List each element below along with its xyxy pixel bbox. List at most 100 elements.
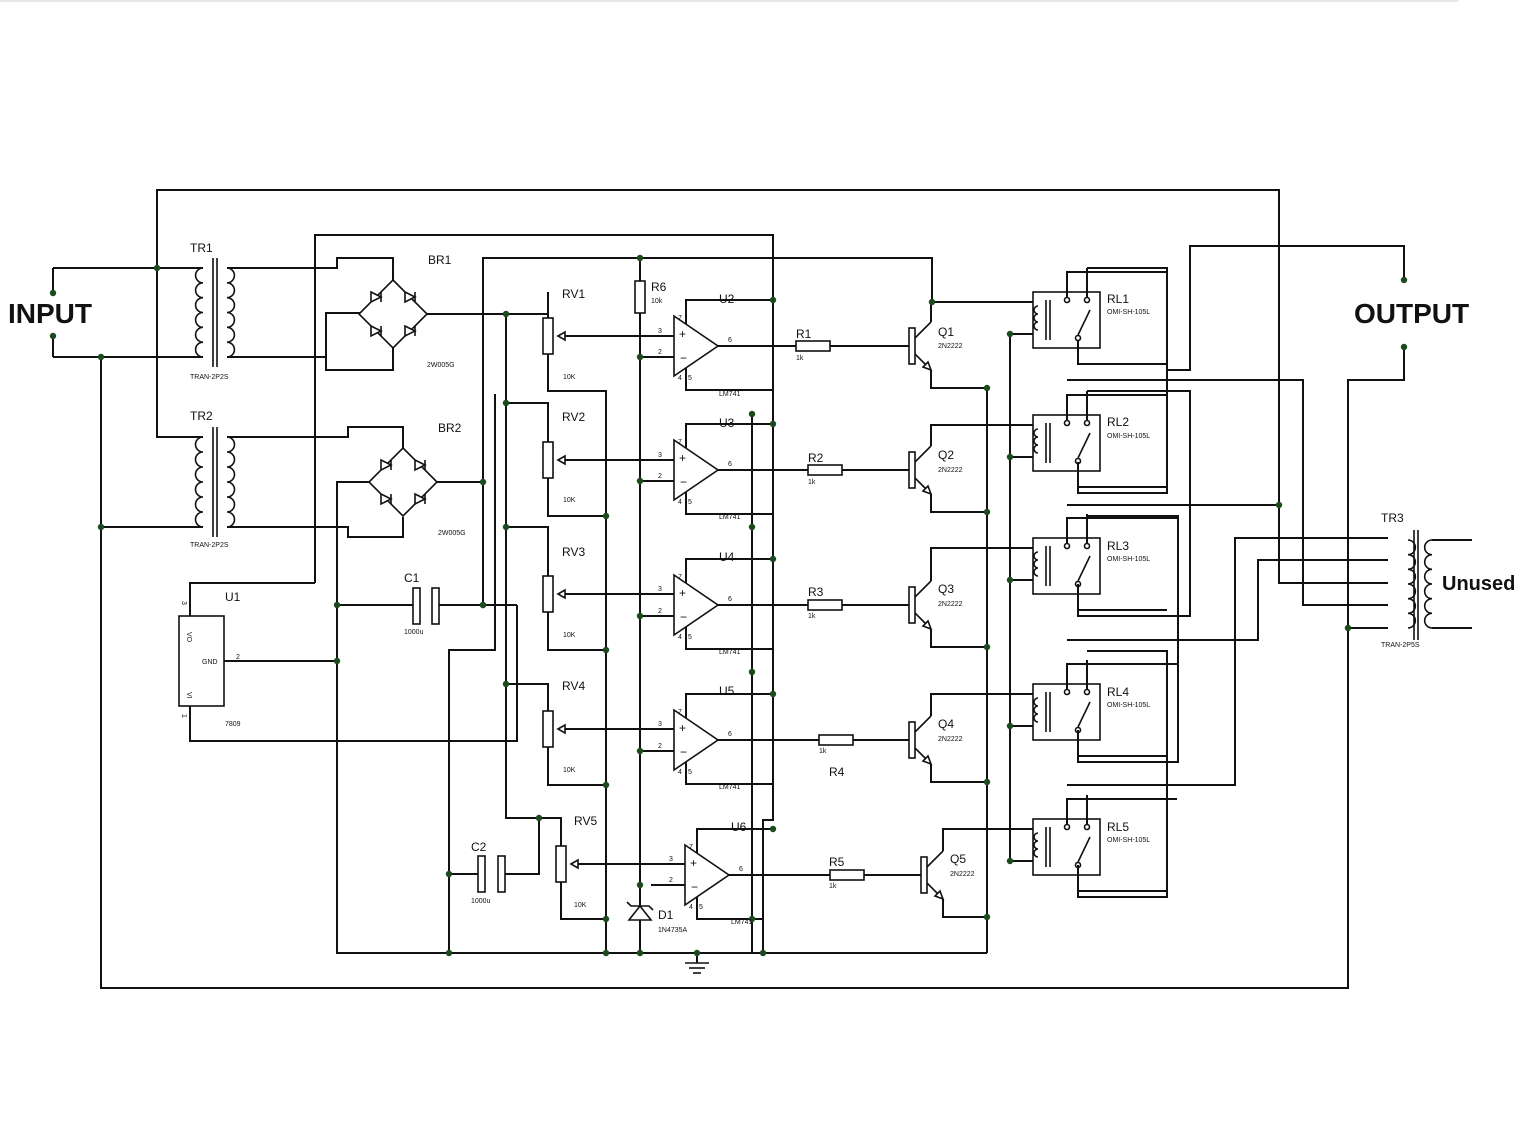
opamp-pin-label: 7 <box>678 574 682 581</box>
r6-value: 10k <box>651 298 663 305</box>
u2-value: LM741 <box>719 391 741 398</box>
u4-ref: U4 <box>719 550 735 564</box>
q4-ref: Q4 <box>938 717 954 731</box>
c2-value: 1000u <box>471 898 491 905</box>
junction-dot <box>928 298 936 306</box>
emitter-arrow <box>921 619 933 631</box>
minus-sign: − <box>680 475 687 489</box>
tr2-sec-top-wire <box>227 426 404 448</box>
rv5-body <box>555 845 579 883</box>
relay-nc-wire <box>1066 663 1177 692</box>
opamp-triangle <box>673 314 720 378</box>
bridge-outline <box>357 278 429 350</box>
r3-body <box>807 599 843 611</box>
junction-dot <box>49 332 57 340</box>
plus-sign: + <box>679 586 686 600</box>
junction-dot <box>1344 624 1352 632</box>
r5-ref: R5 <box>829 855 845 869</box>
u5-ref: U5 <box>719 684 735 698</box>
pot-body <box>542 710 554 748</box>
opamp-v-minus-wire <box>696 897 763 920</box>
junction-dot <box>1006 453 1014 461</box>
q3-ref: Q3 <box>938 582 954 596</box>
rl4-relay <box>1032 683 1101 741</box>
rl1-value: OMI-SH-105L <box>1107 309 1150 316</box>
emitter-arrow <box>921 360 933 372</box>
tr2-primary-top <box>156 268 203 438</box>
tr1-value: TRAN-2P2S <box>190 374 229 381</box>
junction-dot <box>49 289 57 297</box>
supply-vertical-wire <box>762 292 774 953</box>
rail-3 <box>448 394 496 953</box>
transformer-coil <box>226 436 236 528</box>
relay-coil <box>1033 551 1039 577</box>
pot-body <box>542 441 554 479</box>
q1-ref: Q1 <box>938 325 954 339</box>
transistor-collector <box>914 445 932 463</box>
relay-contact <box>1063 688 1071 696</box>
relay-body <box>1032 291 1101 349</box>
rl2-ref: RL2 <box>1107 415 1129 429</box>
br1 <box>357 278 429 350</box>
u2-ref: U2 <box>719 292 735 306</box>
collector-to-relay-wire <box>930 547 1033 581</box>
rv1-body <box>542 317 566 355</box>
rl3-value: OMI-SH-105L <box>1107 556 1150 563</box>
opamp-pin-label: 7 <box>689 844 693 851</box>
junction-dot <box>1275 501 1283 509</box>
u1-value: 7809 <box>225 721 241 728</box>
relay-switch-arm <box>1077 309 1091 336</box>
q5-ref: Q5 <box>950 852 966 866</box>
tr1-sec-top-wire <box>227 257 394 280</box>
bridge-diode <box>414 492 427 506</box>
junction-dot <box>636 254 644 262</box>
rv1-ref: RV1 <box>562 287 585 301</box>
tr3-tap-wire <box>1278 505 1388 584</box>
r2-value: 1k <box>808 479 816 486</box>
rv-top-wire <box>506 402 549 442</box>
junction-dot <box>502 523 510 531</box>
rv4-value: 10K <box>563 767 576 774</box>
transistor-base <box>908 721 916 759</box>
relay-body <box>1032 683 1101 741</box>
tr2-value: TRAN-2P2S <box>190 542 229 549</box>
transformer-coil <box>194 436 204 528</box>
rv1-value: 10K <box>563 374 576 381</box>
vcc-rail-top <box>314 234 774 583</box>
r5-body <box>829 869 865 881</box>
opamp-pin-label: 6 <box>739 866 743 873</box>
junction-dot <box>479 601 487 609</box>
opamp-pin-label: 4 <box>678 375 682 382</box>
relay-coil <box>1033 832 1039 858</box>
relay-coil <box>1033 697 1039 723</box>
opamp-pin-label: 6 <box>728 596 732 603</box>
br2-value: 2W005G <box>438 530 466 537</box>
relay-contact <box>1083 419 1091 427</box>
opamp-pin-label: 2 <box>658 349 662 356</box>
opamp-v-plus-wire <box>685 299 773 324</box>
c2-ref: C2 <box>471 840 487 854</box>
rl4-ref: RL4 <box>1107 685 1129 699</box>
c2-plate <box>477 855 486 893</box>
r5-value: 1k <box>829 883 837 890</box>
r1-body <box>795 340 831 352</box>
q4-value: 2N2222 <box>938 736 963 743</box>
opamp-pin-label: 4 <box>678 499 682 506</box>
br2 <box>367 446 439 518</box>
junction-dot <box>748 668 756 676</box>
relay-common-wire <box>1077 338 1167 365</box>
plus-sign: + <box>679 451 686 465</box>
emitter-wire <box>930 494 987 513</box>
br2-ref: BR2 <box>438 421 462 435</box>
pot-rail-wire <box>505 314 539 819</box>
pot-wiper-arrow <box>569 858 579 870</box>
relay-common-wire <box>1077 865 1167 892</box>
u1-vi-wire <box>189 605 518 742</box>
junction-dot <box>602 512 610 520</box>
u2-opamp: +− <box>673 314 720 378</box>
q4-transistor <box>908 715 933 766</box>
transformer-coil <box>226 267 236 358</box>
d1-zener-body <box>627 904 653 921</box>
junction-dot <box>759 949 767 957</box>
